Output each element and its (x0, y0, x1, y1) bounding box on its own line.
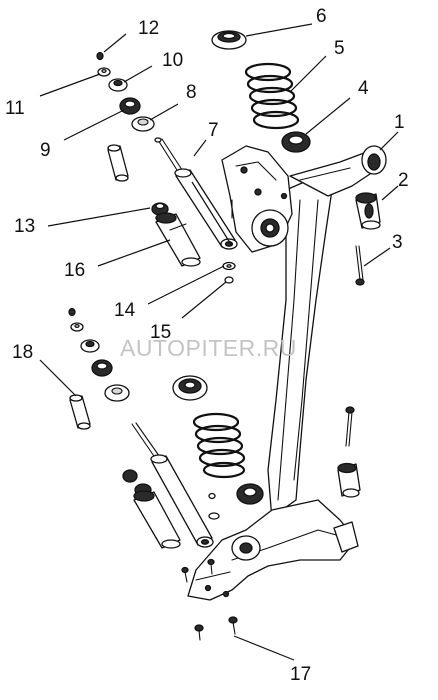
callout-11: 11 (5, 98, 25, 119)
bushing-lower-right-icon (337, 462, 361, 498)
callout-1: 1 (394, 112, 405, 133)
bolt-3-icon (355, 245, 365, 286)
small-nut-a-icon (208, 492, 216, 500)
bump-stop-upper-icon (107, 144, 129, 182)
spring-seat-6-icon (211, 30, 247, 50)
mount-plate-8-icon (131, 116, 155, 132)
dust-boot-16-icon (155, 212, 201, 267)
callout-14: 14 (114, 300, 136, 321)
callout-12: 12 (138, 18, 159, 39)
callout-16: 16 (64, 260, 85, 281)
dust-boot-lower-icon (133, 490, 181, 549)
callout-5: 5 (334, 38, 345, 59)
callout-4: 4 (358, 78, 369, 99)
bushing-1-icon (361, 145, 387, 175)
watermark-text: AUTOPITER.RU (120, 335, 297, 361)
washer-14-icon (222, 261, 236, 271)
callout-3: 3 (392, 232, 403, 253)
cushion-9-icon (119, 97, 141, 115)
callout-labels: 12 11 10 9 8 7 6 5 4 1 2 3 13 16 14 15 1… (5, 6, 409, 685)
callout-17: 17 (290, 664, 311, 685)
callout-7: 7 (208, 120, 219, 141)
nut-lower-icon (68, 307, 76, 317)
spring-pad-lower-icon (236, 483, 264, 505)
callout-15: 15 (150, 322, 171, 343)
small-washer-a-icon (208, 512, 220, 520)
cushion-lower-icon (91, 359, 113, 377)
callout-13: 13 (14, 216, 35, 237)
callout-10: 10 (162, 50, 183, 71)
bolt-17-icon (181, 558, 238, 641)
coil-spring-lower-icon (192, 412, 246, 479)
callout-8: 8 (186, 82, 197, 103)
callout-2: 2 (398, 170, 409, 191)
callout-9: 9 (40, 140, 51, 161)
bolt-lower-right-icon (345, 406, 355, 447)
spring-seat-lower-icon (172, 375, 208, 401)
bump-stop-13-icon (151, 202, 169, 216)
bushing-lower-icon (80, 339, 100, 353)
shock-absorber-lower-icon (131, 422, 214, 548)
bump-stop-18-icon (69, 394, 91, 430)
spring-pad-4-icon (281, 131, 311, 153)
bushing-2-icon (355, 192, 381, 230)
bushing-10-icon (108, 78, 128, 92)
washer-11-icon (97, 67, 111, 77)
nut-15-icon (224, 276, 234, 284)
coil-spring-5-icon (244, 62, 300, 130)
mount-plate-lower-icon (104, 384, 130, 402)
leader-lines (39, 23, 399, 661)
washer-lower-icon (70, 322, 84, 332)
callout-6: 6 (316, 6, 327, 27)
callout-18: 18 (12, 342, 33, 363)
rear-axle-beam-icon (187, 145, 383, 601)
nut-12-icon (96, 51, 104, 61)
